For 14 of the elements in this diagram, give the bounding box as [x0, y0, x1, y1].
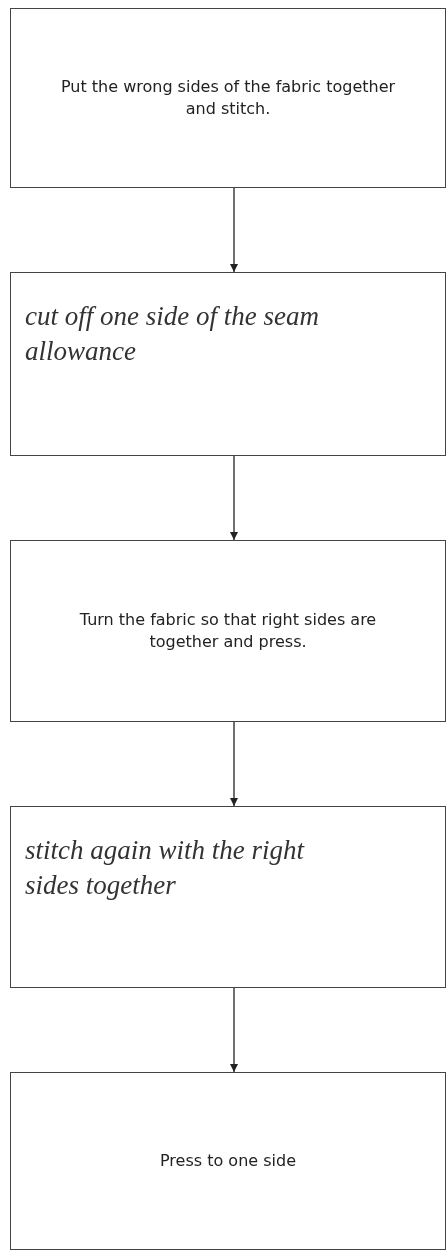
process-box	[10, 1072, 446, 1250]
process-box	[10, 540, 446, 722]
handwritten-text: cut off one side of the seam allowance	[25, 300, 320, 369]
handwritten-text: stitch again with the right sides together	[25, 834, 306, 903]
arrow	[230, 721, 238, 807]
arrow	[230, 187, 238, 273]
step-text: Press to one side	[160, 1149, 296, 1172]
arrow	[230, 455, 238, 541]
process-box	[10, 8, 446, 188]
process-box	[10, 272, 446, 456]
step-text: Put the wrong sides of the fabric together and stitch.	[59, 75, 397, 120]
arrow	[230, 987, 238, 1073]
process-box	[10, 806, 446, 988]
step-text: Turn the fabric so that right sides are together and press.	[78, 608, 378, 653]
